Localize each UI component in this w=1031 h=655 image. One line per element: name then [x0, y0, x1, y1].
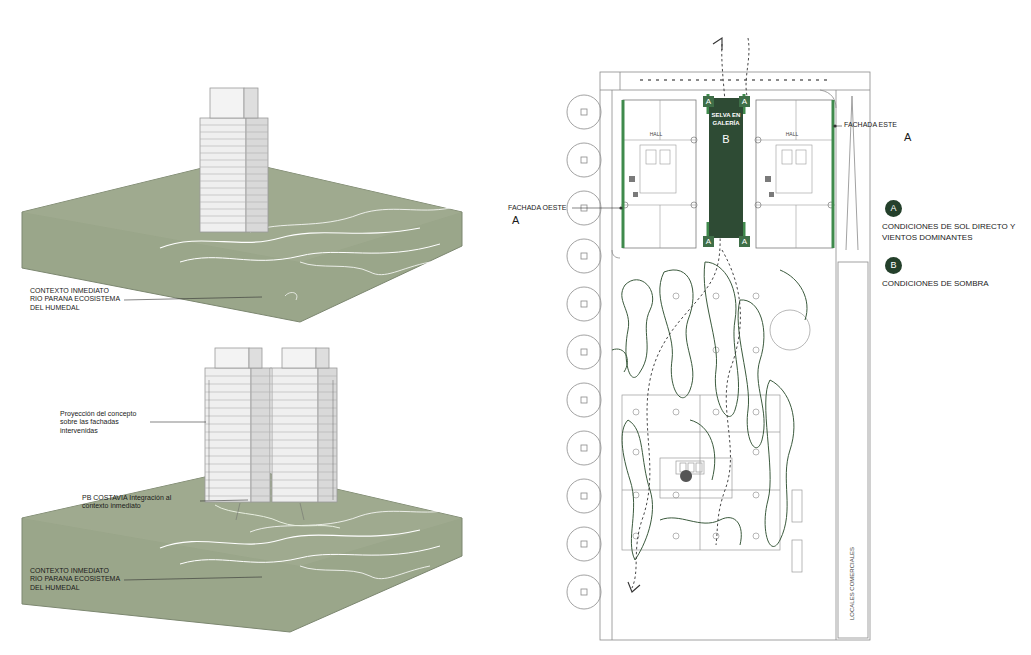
- facade-letter: A: [739, 96, 750, 107]
- facade-tag: A: [739, 96, 750, 107]
- facade-tag: A: [703, 96, 714, 107]
- facade-letter: A: [512, 214, 526, 227]
- facade-letter: A: [904, 131, 918, 144]
- context-callout: CONTEXTO INMEDIATO RIO PARANA ECOSISTEMA…: [30, 567, 120, 592]
- gallery-block: SELVA EN GALERÍA B: [709, 98, 743, 238]
- facade-tag: A: [703, 236, 714, 247]
- legend-letter: B: [885, 257, 902, 274]
- facade-letter: A: [739, 236, 750, 247]
- context-callout: CONTEXTO INMEDIATO RIO PARANA ECOSISTEMA…: [30, 287, 120, 312]
- facade-label: FACHADA ESTE: [844, 121, 914, 129]
- zone-letter: B: [709, 133, 743, 145]
- facade-tag: A: [739, 236, 750, 247]
- ground-floor-callout: PB COSTAVIA Integración al contexto inme…: [82, 494, 198, 511]
- facade-letter: A: [703, 96, 714, 107]
- facade-label: FACHADA OESTE: [508, 204, 572, 212]
- facade-letter: A: [703, 236, 714, 247]
- hall-label: HALL: [641, 131, 671, 137]
- gallery-title: SELVA EN GALERÍA: [709, 98, 743, 127]
- legend-text: CONDICIONES DE SOMBRA: [882, 279, 1022, 290]
- shops-label: LOCALES COMERCIALES: [849, 547, 856, 620]
- legend-letter: A: [885, 200, 902, 217]
- concept-callout: Proyección del concepto sobre las fachad…: [60, 410, 148, 435]
- hall-label: HALL: [777, 131, 807, 137]
- legend-text: CONDICIONES DE SOL DIRECTO Y VIENTOS DOM…: [882, 222, 1022, 244]
